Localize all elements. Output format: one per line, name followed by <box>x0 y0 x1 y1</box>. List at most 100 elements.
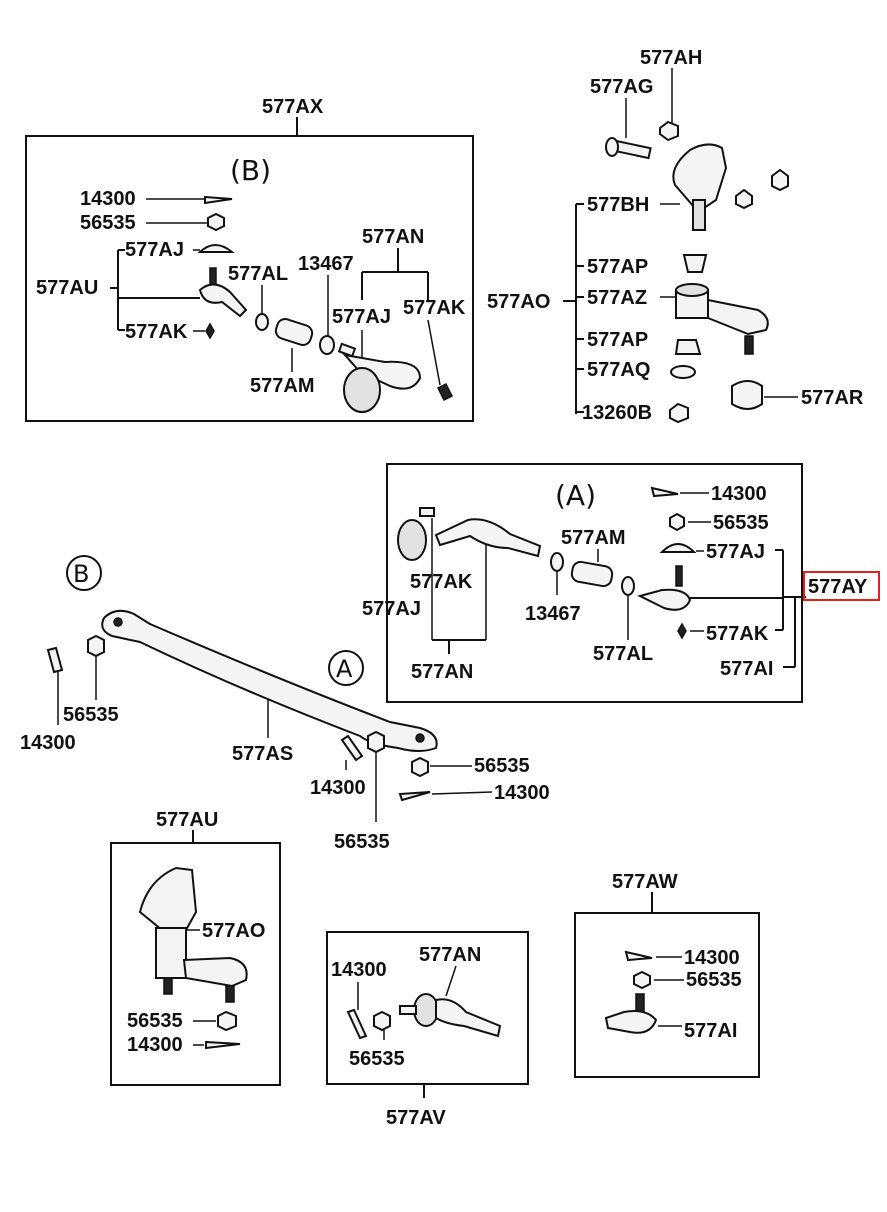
label-577AL: 577AL <box>228 263 288 285</box>
lock-nut-icon <box>255 313 269 331</box>
label-577AJ-mid: 577AJ <box>332 306 391 328</box>
washer-icon <box>670 365 696 379</box>
tie-rod-end-outer-icon <box>337 342 454 413</box>
castle-nut-icon-p <box>217 1010 237 1032</box>
label-577AO: 577AO <box>487 291 550 313</box>
highlight-label: 577AY <box>808 576 868 598</box>
tierod-box-frame <box>326 931 529 1085</box>
label-14300: 14300 <box>80 188 136 210</box>
center-link-assembly: B A 14300 56535 577AS 14300 56535 56535 … <box>20 555 550 853</box>
label-w-577AI: 577AI <box>684 1020 737 1042</box>
label-577AK-right: 577AK <box>403 297 466 319</box>
cotter-pin-icon-p <box>205 1040 241 1050</box>
label-577AS: 577AS <box>232 743 293 765</box>
balljoint-box-code: 577AW <box>612 871 678 893</box>
label-a-14300: 14300 <box>711 483 767 505</box>
dust-boot-icon-a <box>659 543 697 553</box>
callout-b: B <box>73 560 89 588</box>
nut-bottom-icon <box>669 402 689 424</box>
label-13467: 13467 <box>298 253 354 275</box>
tierod-box-code: 577AV <box>386 1107 446 1129</box>
highlight-box <box>803 571 880 601</box>
callout-b-circle <box>66 555 102 591</box>
box-b-frame <box>25 135 474 422</box>
box-b-letter: (B) <box>230 154 271 187</box>
nut-icon <box>319 335 335 355</box>
balljoint-box-frame <box>574 912 760 1078</box>
label-577AH: 577AH <box>640 47 702 69</box>
castle-nut-icon-a <box>669 512 685 532</box>
label-577BH: 577BH <box>587 194 649 216</box>
idler-arm-icon <box>675 283 769 355</box>
tie-rod-end-icon <box>198 267 248 318</box>
label-a-13467: 13467 <box>525 603 581 625</box>
tie-rod-box: 14300 577AN 56535 577AV <box>326 931 529 1129</box>
label-577AP-2: 577AP <box>587 329 648 351</box>
bolt-icon <box>659 120 679 142</box>
label-link-14300-left: 14300 <box>20 732 76 754</box>
ball-joint-icon <box>604 993 658 1034</box>
nut-icon-a2 <box>550 552 564 572</box>
callout-a: A <box>336 655 353 683</box>
label-t-577AN: 577AN <box>419 944 481 966</box>
nut-icon-b <box>771 168 789 192</box>
label-a-577AK: 577AK <box>706 623 769 645</box>
label-a-577AJ: 577AJ <box>706 541 765 563</box>
label-577AM: 577AM <box>250 375 314 397</box>
castle-nut-icon <box>207 212 225 232</box>
cotter-pin-icon <box>204 195 233 205</box>
label-t-56535: 56535 <box>349 1048 405 1070</box>
label-577AQ: 577AQ <box>587 359 650 381</box>
box-a-frame <box>386 463 803 703</box>
cotter-pin-icon-right <box>398 791 431 802</box>
label-a-577AK-mid: 577AK <box>410 571 473 593</box>
label-577AG: 577AG <box>590 76 653 98</box>
center-link-icon <box>101 609 438 752</box>
castle-nut-icon-right <box>411 756 429 778</box>
ball-joint-box: 577AW 14300 56535 577AI <box>574 871 760 1078</box>
cotter-pin-icon-w <box>624 950 653 962</box>
label-a-577AI: 577AI <box>720 658 773 680</box>
label-577AJ: 577AJ <box>125 239 184 261</box>
cotter-pin-icon-t <box>346 1008 368 1040</box>
tie-rod-inner-icon-a <box>397 507 542 561</box>
castle-nut-icon-mid <box>367 730 385 754</box>
label-t-14300: 14300 <box>331 959 387 981</box>
idler-arm-assembly: 577AH 577AG 577AO 577BH 577AP 577AZ <box>487 47 864 424</box>
label-a-577AN: 577AN <box>411 661 473 683</box>
callout-a-circle <box>328 650 364 686</box>
grease-nipple-icon-a <box>677 622 687 640</box>
label-577AN: 577AN <box>362 226 424 248</box>
tie-rod-end-icon-a <box>637 565 783 611</box>
label-577AU: 577AU <box>36 277 98 299</box>
label-577AZ: 577AZ <box>587 287 647 309</box>
castle-nut-icon-t <box>373 1010 391 1032</box>
cotter-pin-icon-a <box>650 486 679 498</box>
label-577AK: 577AK <box>125 321 188 343</box>
pitman-box-frame <box>110 842 281 1086</box>
label-a-577AM: 577AM <box>561 527 625 549</box>
label-w-56535: 56535 <box>686 969 742 991</box>
label-a-56535: 56535 <box>713 512 769 534</box>
label-a-577AJ-left: 577AJ <box>362 598 421 620</box>
cotter-pin-icon-left <box>46 646 64 674</box>
dust-cover-icon <box>731 380 763 410</box>
label-577AP: 577AP <box>587 256 648 278</box>
castle-nut-icon-left <box>87 634 105 658</box>
label-p-14300: 14300 <box>127 1034 183 1056</box>
bushing-icon <box>682 254 708 273</box>
lock-nut-icon-a <box>621 576 635 596</box>
label-link-56535-mid: 56535 <box>334 831 390 853</box>
label-56535: 56535 <box>80 212 136 234</box>
grease-nipple-icon <box>205 322 215 340</box>
bolt-long-icon <box>605 137 652 160</box>
sleeve-icon-a <box>570 560 614 588</box>
pitman-box-code: 577AU <box>156 809 218 831</box>
idler-bracket-icon <box>672 143 789 231</box>
label-p-56535: 56535 <box>127 1010 183 1032</box>
castle-nut-icon-w <box>633 970 651 990</box>
detail-box-a: (A) 14300 56535 577AM 577AJ 577AY 577AK … <box>362 463 880 703</box>
tie-rod-end-icon-t <box>399 993 502 1038</box>
label-link-56535-left: 56535 <box>63 704 119 726</box>
